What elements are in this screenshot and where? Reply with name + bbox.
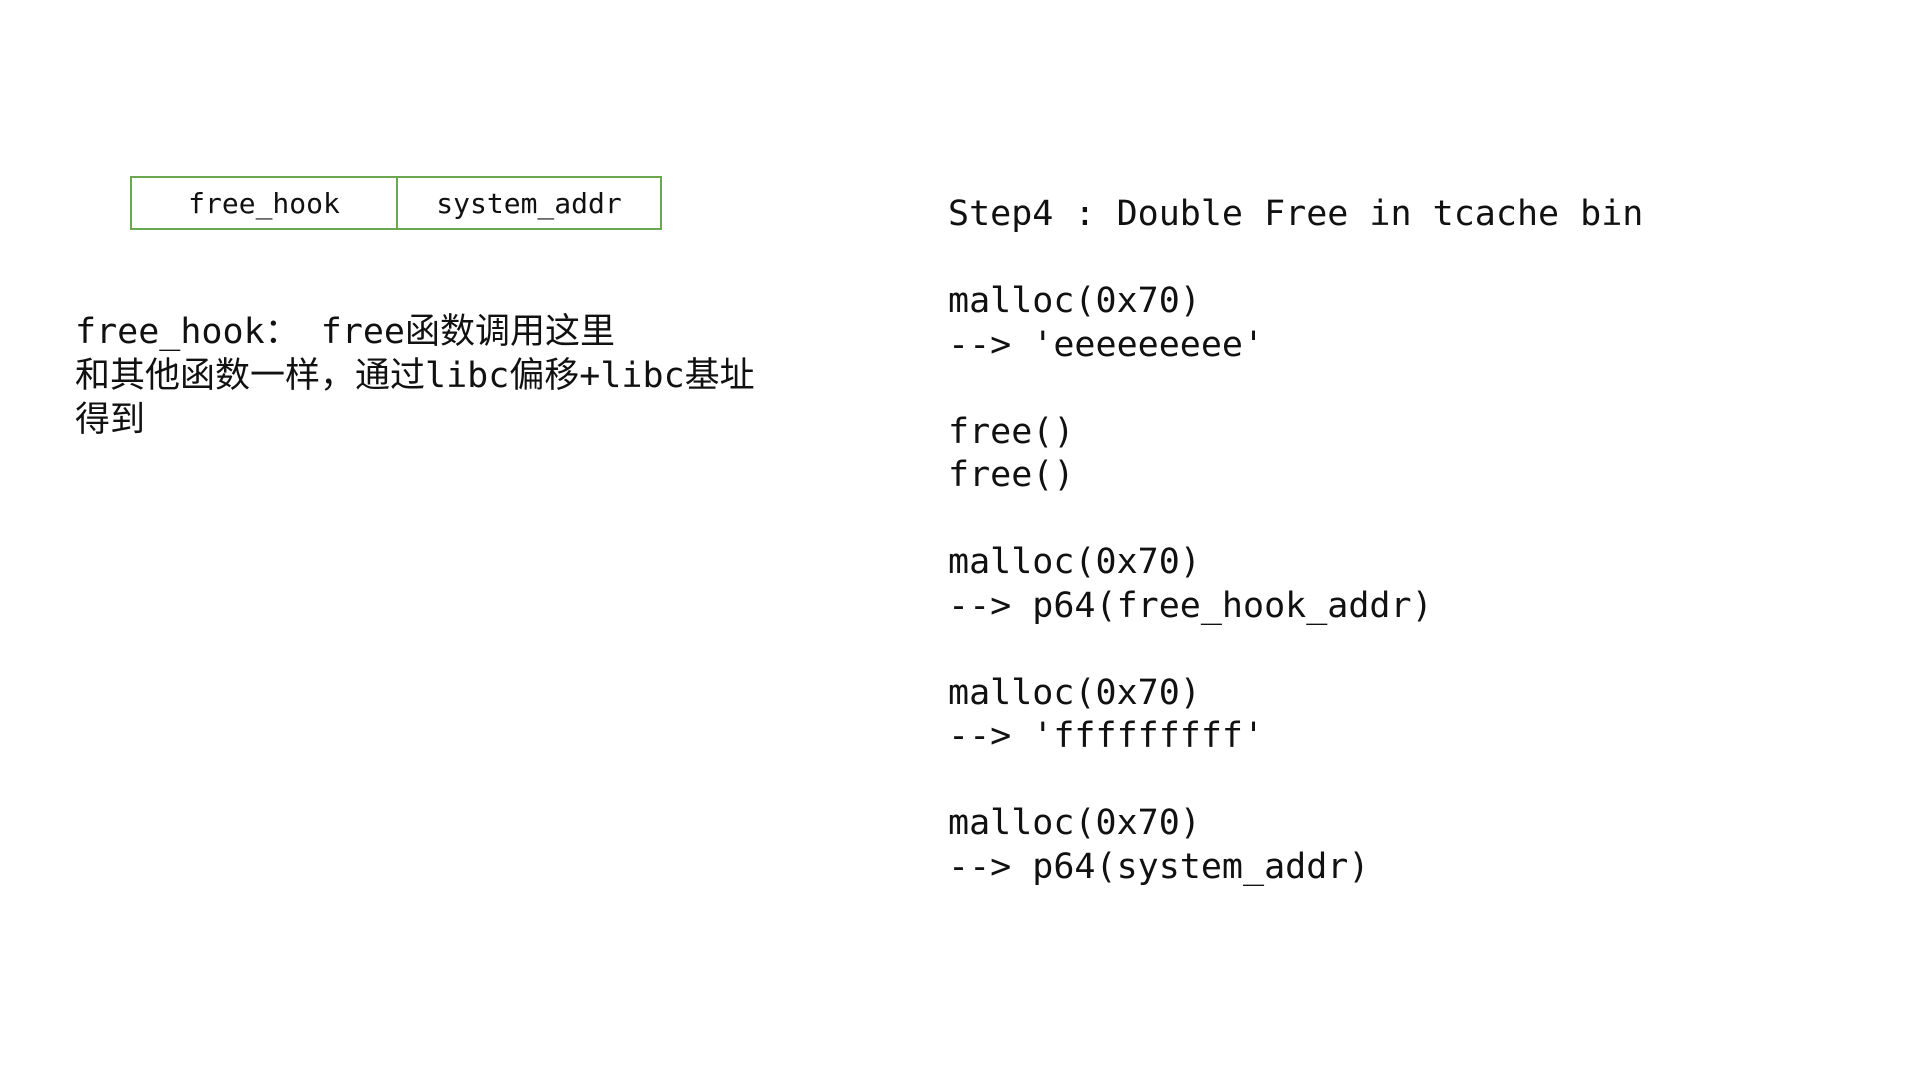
step-line (948, 237, 1888, 281)
step-line: malloc(0x70) (948, 672, 1201, 713)
step-line: --> 'eeeeeeeee' (948, 324, 1265, 365)
step-title: Step4 : Double Free in tcache bin (948, 194, 1644, 234)
step-line: malloc(0x70) (948, 281, 1201, 321)
memory-layout-table: free_hook system_addr (130, 176, 662, 230)
memory-cell-system-addr: system_addr (396, 178, 660, 228)
step-line: free() (948, 411, 1075, 452)
step-line: --> 'fffffffff' (948, 716, 1265, 756)
note-line: free_hook： free函数调用这里 (75, 312, 616, 352)
note-line: 得到 (75, 400, 146, 440)
free-hook-note: free_hook： free函数调用这里 和其他函数一样，通过libc偏移+l… (75, 310, 835, 442)
step-line (948, 498, 1888, 542)
step-line: malloc(0x70) (948, 803, 1201, 843)
step-line (948, 367, 1888, 411)
step-line: --> p64(system_addr) (948, 846, 1370, 887)
memory-cell-free-hook: free_hook (188, 186, 340, 220)
step-line (948, 628, 1888, 672)
exploit-steps: Step4 : Double Free in tcache bin malloc… (948, 193, 1888, 889)
step-line (948, 759, 1888, 803)
step-line: --> p64(free_hook_addr) (948, 585, 1433, 626)
step-line: free() (948, 455, 1075, 495)
step-line: malloc(0x70) (948, 542, 1201, 582)
note-line: 和其他函数一样，通过libc偏移+libc基址 (75, 356, 755, 396)
